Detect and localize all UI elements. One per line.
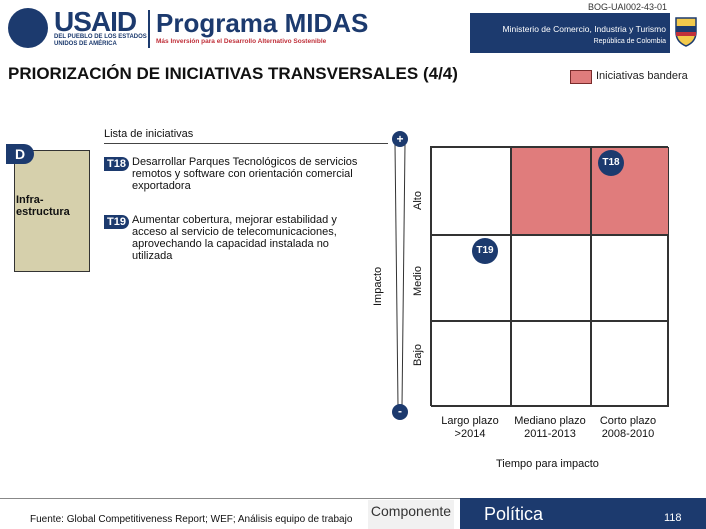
matrix-cell-flagship bbox=[511, 147, 591, 235]
category-name: Infra- estructura bbox=[16, 194, 70, 218]
column-label-largo: Largo plazo >2014 bbox=[441, 415, 499, 440]
initiative-code: T19 bbox=[104, 215, 129, 229]
logo-divider bbox=[148, 10, 150, 48]
page-title: PRIORIZACIÓN DE INICIATIVAS TRANSVERSALE… bbox=[8, 64, 458, 83]
impact-plus-badge: + bbox=[392, 131, 408, 147]
row-label-medio: Medio bbox=[412, 266, 424, 296]
page-number: 118 bbox=[664, 512, 682, 524]
footer-divider bbox=[0, 498, 706, 499]
program-title: Programa MIDAS bbox=[156, 8, 369, 38]
impact-minus-badge: - bbox=[392, 404, 408, 420]
impact-axis-label: Impacto bbox=[372, 266, 384, 306]
matrix-marker-t18: T18 bbox=[598, 150, 624, 176]
matrix-cell bbox=[591, 321, 669, 407]
usaid-logo-text: USAID bbox=[54, 6, 137, 37]
legend-swatch bbox=[570, 70, 592, 84]
politica-band bbox=[460, 498, 706, 529]
row-label-alto: Alto bbox=[412, 191, 424, 210]
source-note: Fuente: Global Competitiveness Report; W… bbox=[30, 514, 353, 525]
colombia-crest-icon bbox=[675, 17, 697, 47]
matrix-cell bbox=[591, 235, 669, 321]
initiative-text: Aumentar cobertura, mejorar estabilidad … bbox=[132, 214, 337, 262]
matrix-marker-t19: T19 bbox=[472, 238, 498, 264]
initiative-text: Desarrollar Parques Tecnológicos de serv… bbox=[132, 156, 358, 192]
column-label-corto: Corto plazo 2008-2010 bbox=[599, 415, 657, 440]
time-axis-label: Tiempo para impacto bbox=[496, 458, 599, 470]
matrix-cell bbox=[431, 147, 511, 235]
document-code: BOG-UAI002-43-01 bbox=[588, 2, 668, 12]
category-letter: D bbox=[6, 144, 34, 164]
usaid-seal-icon bbox=[8, 8, 48, 48]
category-box bbox=[14, 150, 90, 272]
matrix-cell bbox=[511, 235, 591, 321]
republic-label: República de Colombia bbox=[593, 38, 666, 45]
initiatives-list-title: Lista de iniciativas bbox=[104, 128, 194, 140]
priority-matrix bbox=[430, 146, 669, 407]
componente-label: Componente bbox=[368, 500, 454, 529]
list-divider bbox=[104, 143, 388, 144]
initiative-item-t18: T18 bbox=[104, 154, 129, 172]
column-label-mediano: Mediano plazo 2011-2013 bbox=[514, 415, 586, 440]
ministry-band bbox=[470, 13, 670, 53]
matrix-cell bbox=[431, 321, 511, 407]
ministry-label: Ministerio de Comercio, Industria y Turi… bbox=[502, 24, 666, 34]
matrix-cell bbox=[511, 321, 591, 407]
row-label-bajo: Bajo bbox=[412, 343, 424, 366]
initiative-code: T18 bbox=[104, 157, 129, 171]
program-tagline: Más Inversión para el Desarrollo Alterna… bbox=[156, 38, 327, 45]
initiative-item-t19: T19 bbox=[104, 212, 129, 230]
usaid-tagline: DEL PUEBLO DE LOS ESTADOS UNIDOS DE AMÉR… bbox=[54, 34, 147, 47]
matrix-cell bbox=[431, 235, 511, 321]
politica-label: Política bbox=[484, 504, 544, 524]
legend-label: Iniciativas bandera bbox=[596, 70, 688, 82]
impact-axis bbox=[394, 144, 406, 406]
